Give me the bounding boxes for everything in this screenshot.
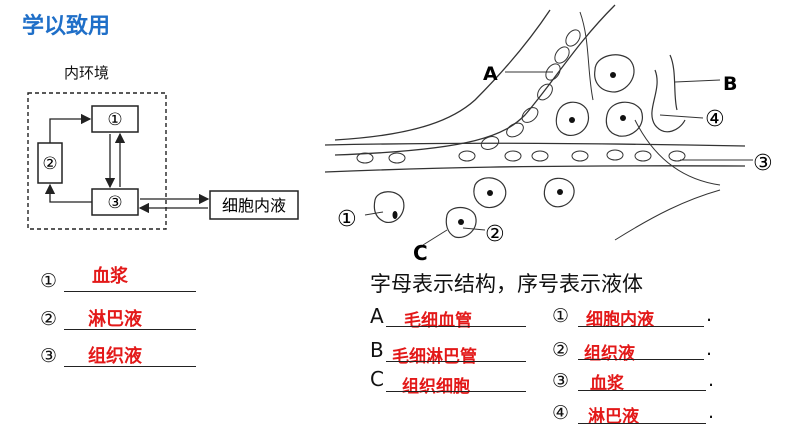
node-1-label: ① bbox=[107, 110, 122, 130]
number-answer-text: 组织液 bbox=[584, 344, 635, 364]
left-answer-text: 淋巴液 bbox=[88, 309, 142, 330]
intracellular-fluid-box bbox=[209, 190, 299, 220]
left-answer-num: ① bbox=[40, 270, 58, 292]
left-answer-text: 血浆 bbox=[92, 266, 128, 287]
answer-blank bbox=[386, 361, 526, 362]
node-1-box bbox=[91, 105, 139, 133]
answer-blank bbox=[578, 359, 704, 360]
inner-environment-diagram: 内环境 ① ② ③ 细胞内液 bbox=[27, 64, 299, 230]
label-1: ① bbox=[337, 207, 357, 232]
answer-blank bbox=[386, 326, 526, 327]
tissue-structure-diagram: A B C ① ② ③ ④ bbox=[325, 4, 773, 265]
number-answer-text: 细胞内液 bbox=[586, 310, 654, 330]
answer-blank bbox=[578, 390, 706, 391]
label-3: ③ bbox=[753, 151, 773, 176]
left-answer-num: ② bbox=[40, 308, 58, 330]
letter-answer-text: 组织细胞 bbox=[402, 377, 470, 397]
label-C: C bbox=[413, 241, 428, 265]
answer-blank bbox=[578, 423, 706, 424]
letter-label: B bbox=[370, 338, 384, 362]
intracellular-fluid-label: 细胞内液 bbox=[222, 196, 286, 215]
letter-label: C bbox=[370, 367, 384, 391]
number-answer-text: 淋巴液 bbox=[588, 407, 639, 427]
page-title: 学以致用 bbox=[22, 14, 111, 39]
letter-answer-text: 毛细血管 bbox=[404, 311, 472, 331]
answer-blank bbox=[386, 391, 526, 392]
answer-blank bbox=[64, 329, 196, 330]
label-B: B bbox=[723, 73, 737, 95]
label-A: A bbox=[483, 63, 498, 85]
inner-environment-label: 内环境 bbox=[64, 64, 109, 82]
number-label: ③ bbox=[552, 370, 570, 392]
period-mark: . bbox=[708, 401, 715, 423]
period-mark: . bbox=[706, 338, 713, 360]
label-2: ② bbox=[485, 222, 505, 247]
letter-answer-text: 毛细淋巴管 bbox=[392, 347, 477, 367]
node-3-label: ③ bbox=[107, 193, 122, 213]
left-answer-num: ③ bbox=[40, 345, 58, 367]
number-label: ② bbox=[552, 339, 570, 361]
number-label: ① bbox=[552, 305, 570, 327]
node-2-label: ② bbox=[42, 154, 57, 174]
node-2-box bbox=[37, 142, 63, 184]
instruction-text: 字母表示结构，序号表示液体 bbox=[370, 272, 643, 296]
left-answer-text: 组织液 bbox=[88, 346, 142, 367]
letter-label: A bbox=[370, 304, 384, 328]
number-label: ④ bbox=[552, 402, 570, 424]
answer-blank bbox=[64, 366, 196, 367]
label-4: ④ bbox=[705, 107, 725, 132]
period-mark: . bbox=[706, 304, 713, 326]
answer-blank bbox=[64, 291, 196, 292]
answer-blank bbox=[578, 326, 704, 327]
number-answer-text: 血浆 bbox=[590, 374, 624, 394]
period-mark: . bbox=[708, 369, 715, 391]
